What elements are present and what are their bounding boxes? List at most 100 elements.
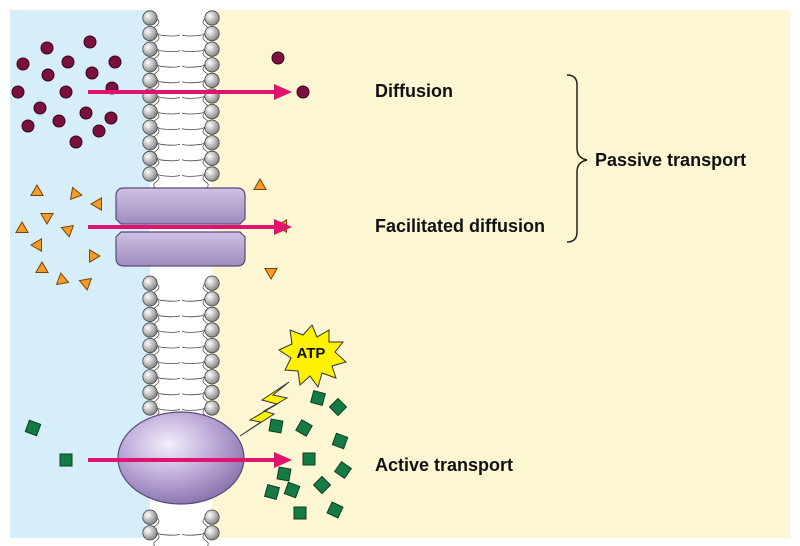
square-solute	[268, 418, 284, 434]
lipid-head	[142, 306, 158, 322]
triangle-solute	[90, 197, 102, 211]
triangle-solute	[78, 277, 93, 291]
square-solute	[302, 452, 316, 466]
triangle-solute	[15, 221, 29, 233]
square-solute	[328, 397, 348, 417]
lipid-head	[142, 135, 158, 151]
lipid-head	[204, 400, 220, 416]
square-solute	[333, 460, 353, 480]
lipid-bilayer	[142, 10, 220, 546]
lipid-head	[204, 384, 220, 400]
solute-molecule	[40, 41, 54, 55]
lipid-head	[204, 150, 220, 166]
intracellular-region	[150, 10, 790, 538]
solute-molecule	[108, 55, 122, 69]
lightning-bolt-icon	[239, 381, 290, 437]
starburst-icon	[277, 324, 348, 389]
lipid-head	[204, 135, 220, 151]
lipid-head	[142, 384, 158, 400]
arrow-right-icon	[88, 219, 292, 235]
triangle-solute	[60, 224, 75, 238]
square-solute	[293, 506, 307, 520]
lipid-head	[142, 525, 158, 541]
lipid-head	[142, 41, 158, 57]
lipid-head	[204, 275, 220, 291]
lipid-head	[204, 509, 220, 525]
lipid-head	[204, 72, 220, 89]
lipid-head	[142, 25, 158, 42]
diffusion-label: Diffusion	[375, 81, 453, 101]
molecules	[11, 35, 353, 520]
triangle-solute	[35, 261, 49, 273]
channel-protein	[115, 187, 246, 267]
lipid-head	[204, 306, 220, 322]
lipid-head	[142, 275, 158, 291]
solute-molecule	[61, 55, 75, 69]
passive-transport-brace	[566, 74, 588, 243]
solute-molecule	[92, 124, 106, 138]
atp-label: ATP	[297, 345, 326, 362]
solute-molecule	[83, 35, 97, 49]
solute-molecule	[85, 66, 99, 80]
lipid-head	[142, 72, 158, 89]
solute-molecule	[271, 51, 285, 65]
square-solute	[312, 475, 332, 495]
lipid-head	[142, 322, 158, 338]
triangle-solute	[89, 249, 101, 263]
lipid-head	[204, 337, 220, 354]
square-solute	[326, 501, 344, 519]
lipid-head	[204, 353, 220, 369]
triangle-solute	[40, 213, 54, 225]
triangle-solute	[264, 268, 278, 280]
active-transport-label: Active transport	[375, 455, 514, 475]
lipid-head	[204, 291, 220, 307]
lipid-head	[142, 150, 158, 166]
lipid-head	[142, 400, 158, 416]
triangle-solute	[253, 178, 267, 190]
solute-molecule	[16, 57, 30, 71]
triangle-solute	[69, 186, 83, 201]
lipid-head	[204, 525, 220, 541]
triangle-solute	[30, 184, 44, 196]
square-solute	[276, 466, 292, 482]
solute-molecule	[41, 68, 55, 82]
solute-molecule	[104, 111, 118, 125]
passive-transport-label: Passive transport	[595, 150, 747, 170]
lipid-head	[142, 166, 158, 182]
solute-molecule	[52, 114, 66, 128]
lipid-head	[142, 57, 158, 73]
arrow-right-icon	[88, 84, 292, 100]
lipid-head	[142, 369, 158, 385]
lipid-head	[142, 337, 158, 354]
lipid-head	[204, 57, 220, 73]
solute-molecule	[59, 85, 73, 99]
lipid-head	[142, 10, 158, 26]
triangle-solute	[30, 238, 42, 252]
solute-molecule	[79, 106, 93, 120]
lipid-head	[204, 41, 220, 57]
facilitated-diffusion-label: Facilitated diffusion	[375, 216, 546, 236]
lipid-head	[204, 166, 220, 182]
triangle-solute	[55, 272, 70, 286]
solute-molecule	[33, 101, 47, 115]
solute-molecule	[11, 85, 25, 99]
lipid-head	[204, 10, 220, 26]
lipid-tail	[202, 532, 209, 546]
lipid-head	[142, 119, 158, 135]
lipid-head	[204, 25, 220, 42]
arrow-right-icon	[88, 452, 292, 468]
lipid-head	[204, 322, 220, 338]
lipid-head	[204, 104, 220, 120]
square-solute	[295, 419, 313, 437]
square-solute	[283, 481, 301, 499]
square-solute	[24, 419, 42, 437]
square-solute	[59, 453, 73, 467]
square-solute	[310, 390, 326, 406]
lipid-head	[204, 119, 220, 135]
lipid-head	[142, 104, 158, 120]
square-solute	[264, 484, 280, 500]
lipid-tail	[153, 532, 160, 546]
solute-molecule	[21, 119, 35, 133]
solute-molecule	[69, 135, 83, 149]
